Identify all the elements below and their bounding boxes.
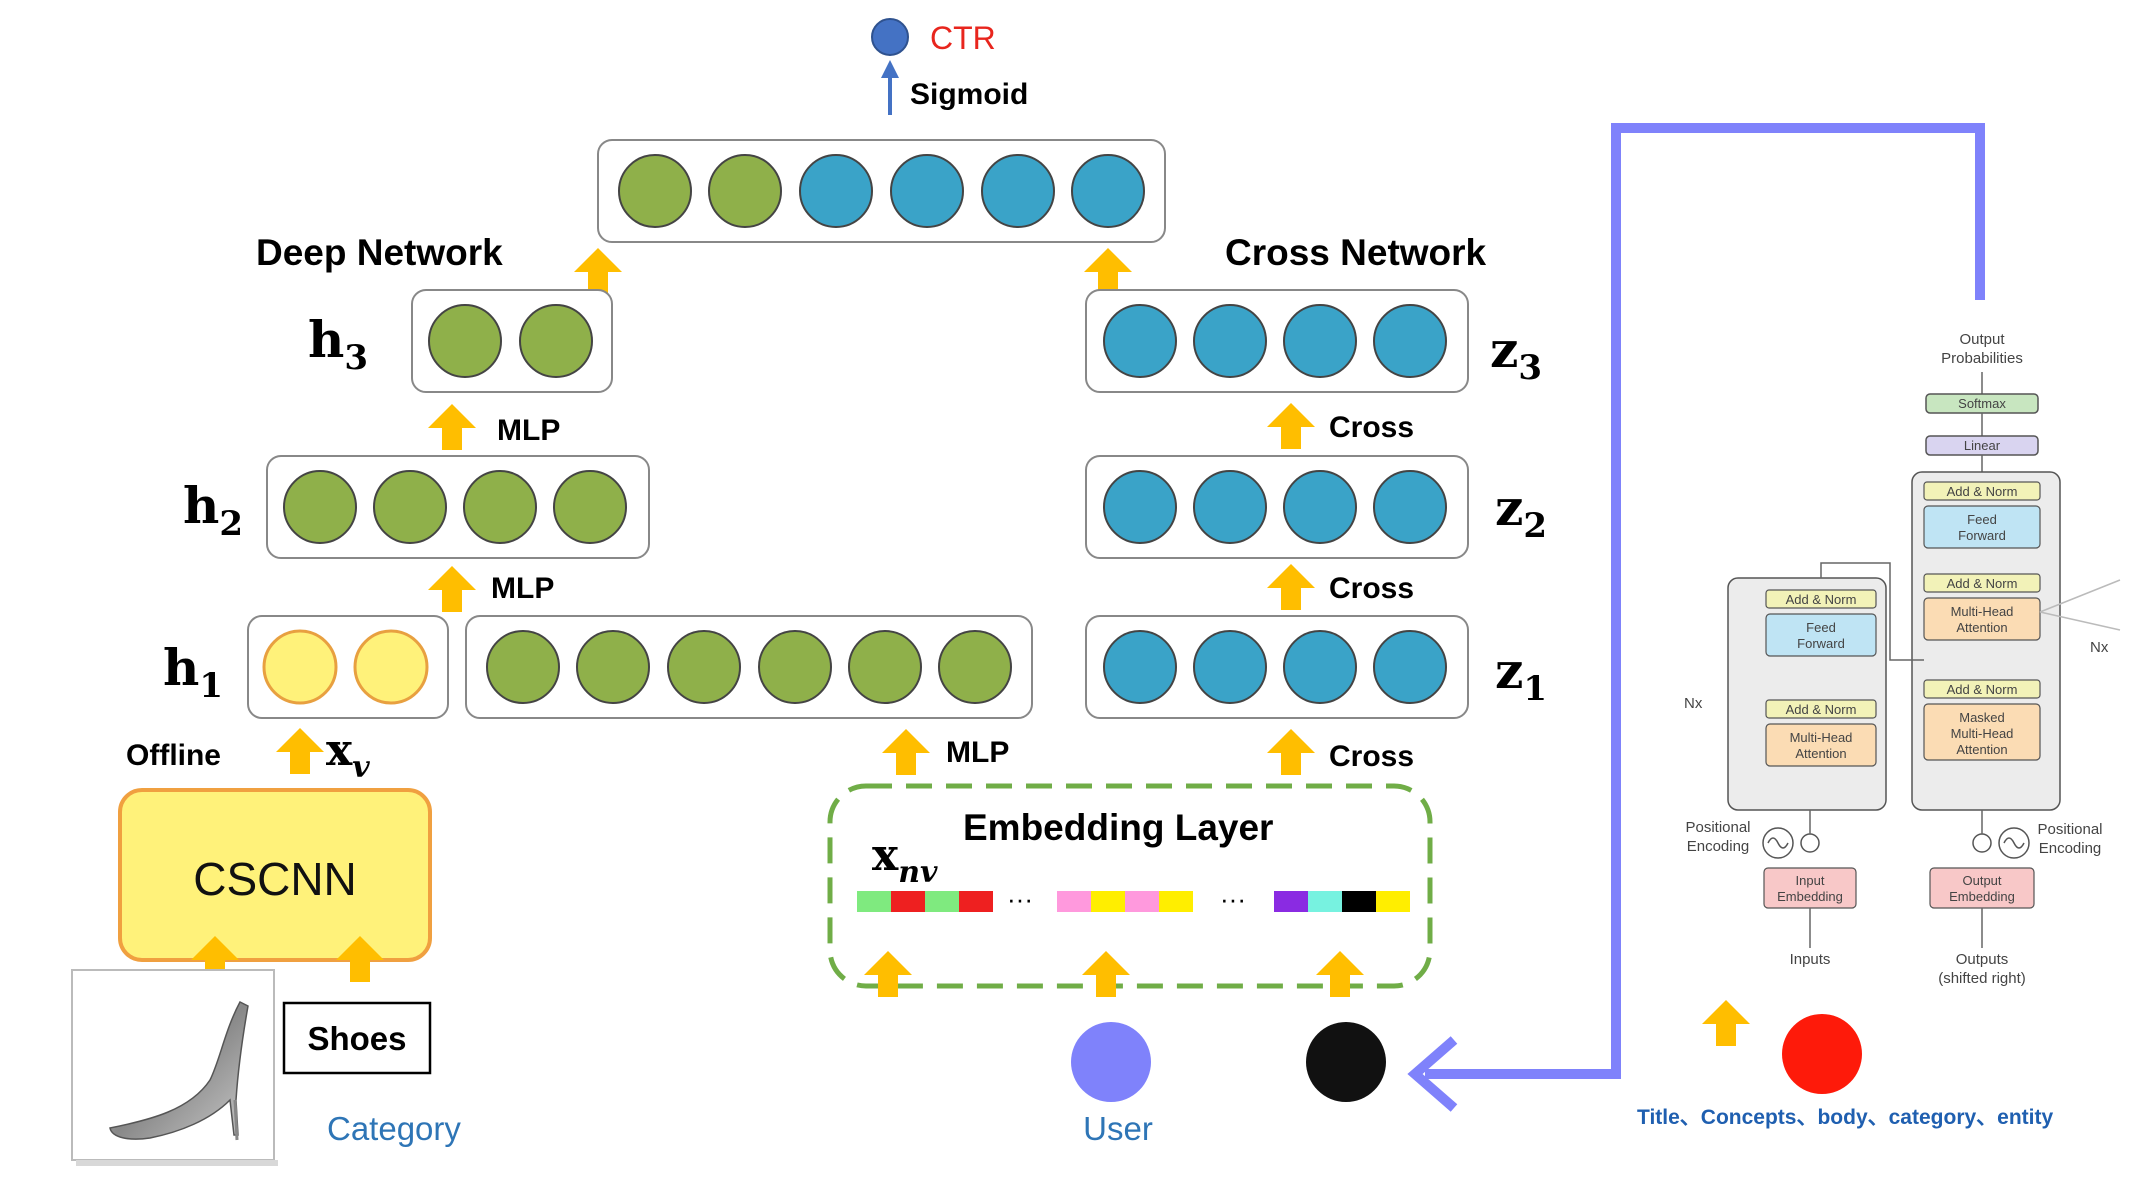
cscnn-label: CSCNN — [193, 853, 357, 905]
embedding-vector-3 — [1274, 891, 1410, 912]
h2-label: h2 — [183, 476, 243, 544]
text-features-label: Title、Concepts、body、category、entity — [1637, 1106, 2053, 1129]
mlp-label-3: MLP — [497, 414, 560, 447]
z2-label: z2 — [1495, 478, 1547, 546]
encoder-nx-label: Nx — [1684, 695, 1703, 712]
svg-text:Add & Norm: Add & Norm — [1947, 484, 2018, 499]
svg-text:Add & Norm: Add & Norm — [1786, 592, 1857, 607]
ellipsis-2: ··· — [1220, 884, 1246, 914]
category-label: Category — [327, 1110, 461, 1147]
mlp-label-2: MLP — [491, 572, 554, 605]
red-feature-node — [1782, 1014, 1862, 1094]
cscnn-box — [118, 788, 432, 962]
deep-network: Deep Network h3 MLP h2 MLP h1 MLP — [163, 232, 1033, 775]
ellipsis-1: ··· — [1007, 884, 1033, 914]
cross-label-3: Cross — [1329, 411, 1414, 444]
decoder-nx-label: Nx — [2090, 639, 2109, 656]
z3-label: z3 — [1490, 320, 1542, 388]
xnv-label: xnv — [872, 830, 938, 890]
outputs-label: Outputs(shifted right) — [1938, 951, 2026, 987]
transformer-connector — [1407, 123, 1985, 1112]
cross-network: Cross Network z3 Cross z2 Cross z1 Cross — [1084, 232, 1547, 775]
shoe-image — [71, 969, 278, 1166]
inputs-label: Inputs — [1790, 951, 1831, 968]
embedding-vector-2 — [1057, 891, 1193, 912]
user-node: User — [1071, 1022, 1153, 1147]
cross-network-title: Cross Network — [1225, 232, 1487, 273]
deep-network-title: Deep Network — [256, 232, 503, 273]
text-feature-node — [1306, 1022, 1386, 1102]
image-branch: Offline xv CSCNN Shoes Category — [71, 725, 461, 1166]
svg-text:Add & Norm: Add & Norm — [1947, 682, 2018, 697]
ctr-output: CTR Sigmoid — [871, 18, 1028, 115]
cross-label-2: Cross — [1329, 572, 1414, 605]
cross-label-1: Cross — [1329, 740, 1414, 773]
ctr-label: CTR — [930, 20, 996, 56]
ctr-node — [871, 18, 909, 56]
embedding-layer: Embedding Layer xnv ··· ··· — [827, 783, 1433, 997]
user-label: User — [1083, 1110, 1153, 1147]
mlp-label-1: MLP — [946, 736, 1009, 769]
svg-text:Add & Norm: Add & Norm — [1786, 702, 1857, 717]
linear-label: Linear — [1964, 438, 2001, 453]
svg-text:Add & Norm: Add & Norm — [1947, 576, 2018, 591]
z1-label: z1 — [1495, 641, 1547, 709]
sigmoid-label: Sigmoid — [910, 78, 1028, 111]
embedding-layer-title: Embedding Layer — [963, 807, 1273, 848]
h1-label: h1 — [163, 638, 223, 706]
shoes-tag — [282, 1001, 432, 1075]
shoes-label: Shoes — [307, 1020, 406, 1057]
offline-label: Offline — [126, 739, 221, 772]
embedding-vector-1 — [857, 891, 993, 912]
xv-label: xv — [326, 725, 370, 785]
combined-layer — [597, 139, 1166, 243]
softmax-label: Softmax — [1958, 396, 2006, 411]
h3-label: h3 — [308, 310, 368, 378]
